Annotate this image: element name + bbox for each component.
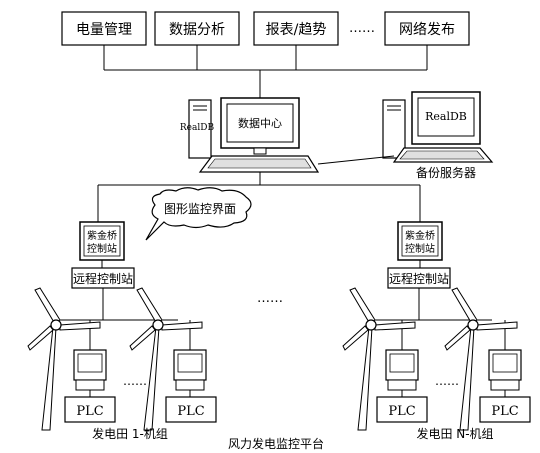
groupn-turbine-2 xyxy=(444,287,518,431)
module-box-web-publish xyxy=(384,11,470,46)
callout-graphic-monitor-ui: 图形监控界面 xyxy=(145,187,252,241)
module-label-power-mgmt: 电量管理 xyxy=(76,22,132,38)
groupn-ellipsis: …… xyxy=(435,374,459,388)
top-ellipsis: …… xyxy=(349,21,375,36)
backup-server-tower xyxy=(382,99,406,159)
data-center-screen xyxy=(226,103,294,143)
group1-caption: 发电田 1-机组 xyxy=(92,426,168,441)
backup-server-caption: 备份服务器 xyxy=(416,165,476,180)
callout-label: 图形监控界面 xyxy=(164,202,236,216)
group1-plc-computer-2 xyxy=(173,349,207,397)
module-label-report-trend: 报表/趋势 xyxy=(266,22,327,38)
groupn-monitor-label-2: 控制站 xyxy=(405,242,435,255)
groupn-plc-box-1 xyxy=(376,396,428,423)
group1-plc-label-2: PLC xyxy=(177,404,204,419)
group1-plc-label-1: PLC xyxy=(76,404,103,419)
data-center-tower xyxy=(188,99,212,159)
group1-plc-box-2 xyxy=(165,396,217,423)
data-center-side-label: RealDB xyxy=(180,123,215,133)
group1-remote-station-label: 远程控制站 xyxy=(73,271,133,286)
groupn-plc-label-1: PLC xyxy=(388,404,415,419)
top-connectors xyxy=(103,45,428,98)
module-label-web-publish: 网络发布 xyxy=(399,22,455,38)
groupn-caption: 发电田 N-机组 xyxy=(416,426,493,441)
top-modules: 电量管理 数据分析 报表/趋势 …… 网络发布 xyxy=(61,11,470,46)
group1-monitor-label-1: 紫金桥 xyxy=(87,229,117,242)
data-center-computer: RealDB 数据中心 xyxy=(180,97,320,173)
backup-link xyxy=(317,155,395,165)
module-box-data-analysis xyxy=(154,11,240,46)
groupn-turbine-1 xyxy=(342,287,416,431)
groupn-plc-computer-1 xyxy=(385,349,419,397)
groupn-plc-box-2 xyxy=(479,396,531,423)
group1-monitor-label-2: 控制站 xyxy=(87,242,117,255)
figure-caption: 风力发电监控平台 xyxy=(228,436,324,451)
groupn-plc-computer-2 xyxy=(488,349,522,397)
backup-server-screen xyxy=(417,97,475,137)
callout-bubble xyxy=(145,187,252,241)
backup-server: RealDB 备份服务器 xyxy=(382,91,494,180)
group1-turbine-2 xyxy=(129,287,203,431)
module-box-power-mgmt xyxy=(61,11,147,46)
group1-turbine-1 xyxy=(27,287,101,431)
groupn-plc-label-2: PLC xyxy=(491,404,518,419)
groupn-remote-station-label: 远程控制站 xyxy=(389,271,449,286)
field-group-1: 紫金桥 控制站 远程控制站 xyxy=(27,221,217,441)
group1-ellipsis: …… xyxy=(123,374,147,388)
group1-plc-box-1 xyxy=(64,396,116,423)
module-label-data-analysis: 数据分析 xyxy=(169,22,225,38)
groupn-monitor-label-1: 紫金桥 xyxy=(405,229,435,242)
field-bus xyxy=(97,172,421,222)
backup-server-screen-label: RealDB xyxy=(425,110,467,123)
group1-plc-computer-1 xyxy=(73,349,107,397)
data-center-screen-label: 数据中心 xyxy=(238,116,282,130)
middle-ellipsis: …… xyxy=(257,291,283,306)
field-group-n: 紫金桥 控制站 远程控制站 xyxy=(342,221,531,441)
